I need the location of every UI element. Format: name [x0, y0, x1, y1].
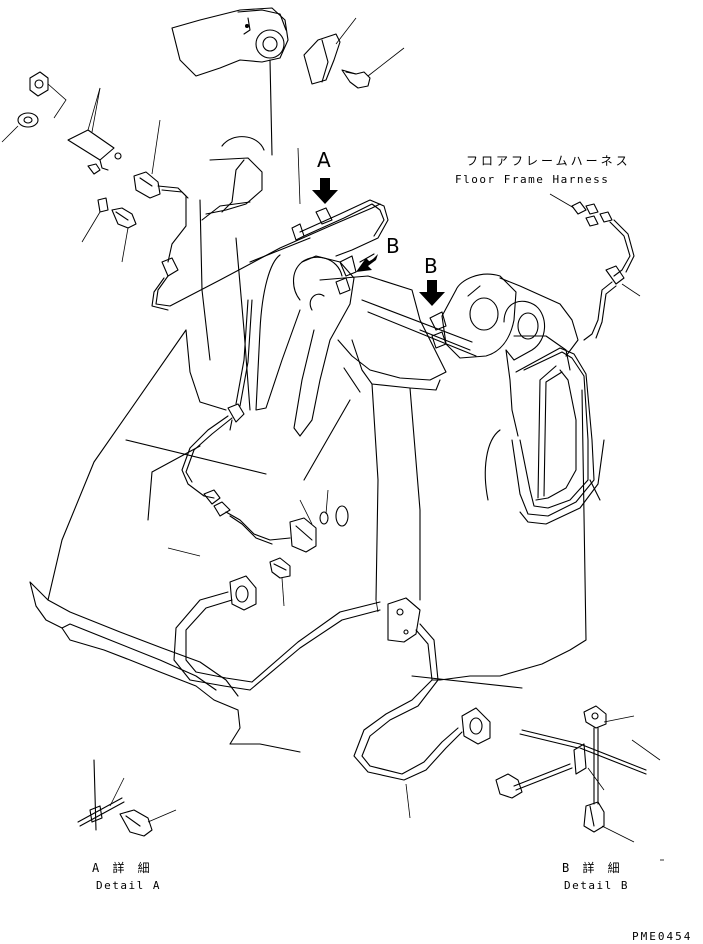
drawing-code: PME0454 [632, 930, 693, 943]
detail-b-label-english: Detail B [564, 879, 629, 892]
detail-b-drawing [495, 705, 661, 843]
clip-detail-b-2 [429, 311, 447, 349]
detail-a-drawing [77, 759, 177, 837]
bolt-mid [269, 557, 291, 607]
leader-lines [91, 87, 664, 861]
floor-frame-harness-parts [549, 193, 641, 341]
detail-a-label-english: Detail A [96, 879, 161, 892]
main-frame-body [29, 159, 601, 753]
upper-bracket [171, 7, 289, 156]
pressure-sensor-mid [289, 489, 349, 553]
right-frame [441, 273, 605, 525]
cross-member [361, 299, 477, 357]
nut-left [29, 71, 67, 119]
harness-mid-run [147, 299, 253, 557]
detail-b-callout-2: B [424, 254, 438, 278]
clip-mid-left [227, 403, 245, 431]
lower-pipe-left-flange [173, 575, 257, 691]
lower-pipe-center [249, 597, 491, 819]
arrow-detail-b-1 [356, 253, 378, 272]
sensor-bracket-left [67, 87, 122, 175]
washer-left [1, 112, 39, 143]
detail-b-label-japanese: B 詳 細 [562, 861, 623, 875]
arrow-detail-a [312, 178, 338, 204]
harness-label-english: Floor Frame Harness [455, 173, 610, 186]
washer-plate-top [303, 17, 357, 85]
detail-b-callout-1: B [386, 234, 400, 258]
bolt-top-right [341, 47, 405, 89]
tube-connector-left [161, 257, 179, 277]
harness-label-japanese: フロアフレームハーネス [466, 154, 631, 168]
bolt-left [111, 207, 137, 263]
detail-a-label-japanese: A 詳 細 [92, 861, 153, 875]
pressure-switch [133, 119, 189, 263]
clip-detail-a [291, 207, 333, 241]
upper-tube-run [151, 199, 389, 311]
detail-a-callout: A [317, 148, 331, 172]
boom-frame [199, 136, 447, 437]
arrow-detail-b-2 [419, 280, 445, 306]
connector-pair-mid [203, 489, 291, 545]
clip-small-left [81, 197, 109, 243]
